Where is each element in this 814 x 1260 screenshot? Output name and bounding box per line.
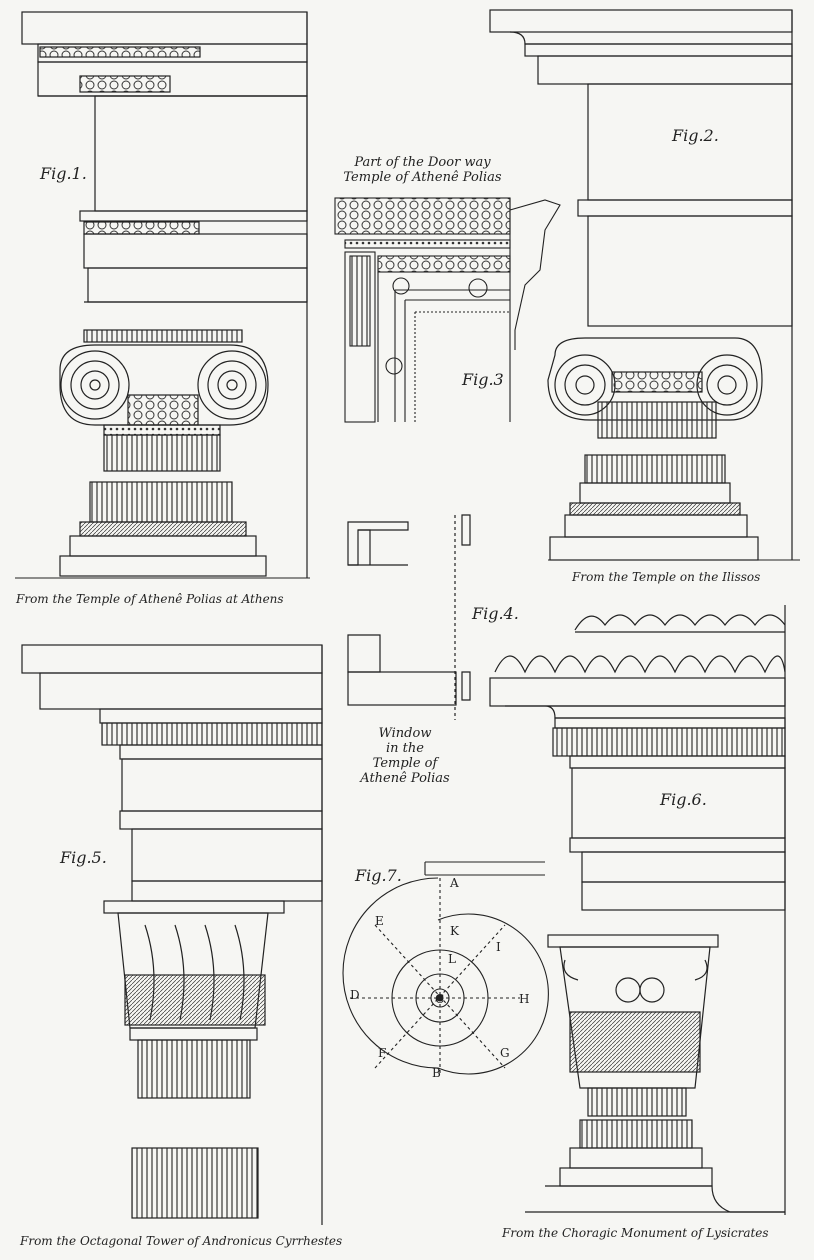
fig4-caption-line1: Window bbox=[378, 726, 432, 741]
fig4-caption-line4: Athenê Polias bbox=[360, 771, 450, 786]
fig7-label: Fig.7. bbox=[355, 866, 402, 885]
fig4-label: Fig.4. bbox=[472, 604, 519, 623]
fig2-column-drawing bbox=[489, 9, 793, 561]
fig6-caption: From the Choragic Monument of Lysicrates bbox=[502, 1226, 769, 1240]
fig7-letter-i: I bbox=[496, 940, 501, 954]
fig2-caption: From the Temple on the Ilissos bbox=[572, 570, 761, 584]
fig2-label: Fig.2. bbox=[672, 126, 719, 145]
fig3-title-line1: Part of the Door way bbox=[354, 155, 491, 170]
fig7-letter-a: A bbox=[450, 876, 459, 890]
fig7-letter-e: E bbox=[375, 914, 384, 928]
fig7-volute-diagram bbox=[342, 861, 549, 1075]
fig3-title-line2: Temple of Athenê Polias bbox=[343, 170, 502, 185]
fig6-column-drawing bbox=[489, 605, 786, 1215]
fig3-title: Part of the Door way Temple of Athenê Po… bbox=[330, 155, 515, 185]
fig7-letter-g: G bbox=[500, 1046, 510, 1060]
fig6-label: Fig.6. bbox=[660, 790, 707, 809]
fig7-letter-l: L bbox=[448, 952, 456, 966]
fig4-caption-line2: in the bbox=[386, 741, 424, 756]
fig1-label: Fig.1. bbox=[40, 164, 87, 183]
fig4-caption: Window in the Temple of Athenê Polias bbox=[345, 726, 465, 786]
fig3-label: Fig.3 bbox=[462, 370, 504, 389]
fig5-column-drawing bbox=[21, 644, 323, 1225]
fig7-letter-k: K bbox=[450, 924, 459, 938]
fig1-caption: From the Temple of Athenê Polias at Athe… bbox=[16, 592, 284, 606]
fig5-label: Fig.5. bbox=[60, 848, 107, 867]
fig7-letter-f: F bbox=[378, 1046, 387, 1060]
fig7-letter-b: B bbox=[432, 1066, 441, 1080]
fig1-column-drawing bbox=[21, 11, 308, 578]
fig7-letter-d: D bbox=[350, 988, 360, 1002]
fig7-letter-h: H bbox=[519, 992, 530, 1006]
fig4-window-drawing bbox=[347, 514, 471, 720]
fig4-caption-line3: Temple of bbox=[372, 756, 438, 771]
fig5-caption: From the Octagonal Tower of Andronicus C… bbox=[20, 1234, 343, 1248]
fig7-letter-c: C bbox=[435, 992, 445, 1006]
fig3-doorway-drawing bbox=[334, 197, 561, 423]
